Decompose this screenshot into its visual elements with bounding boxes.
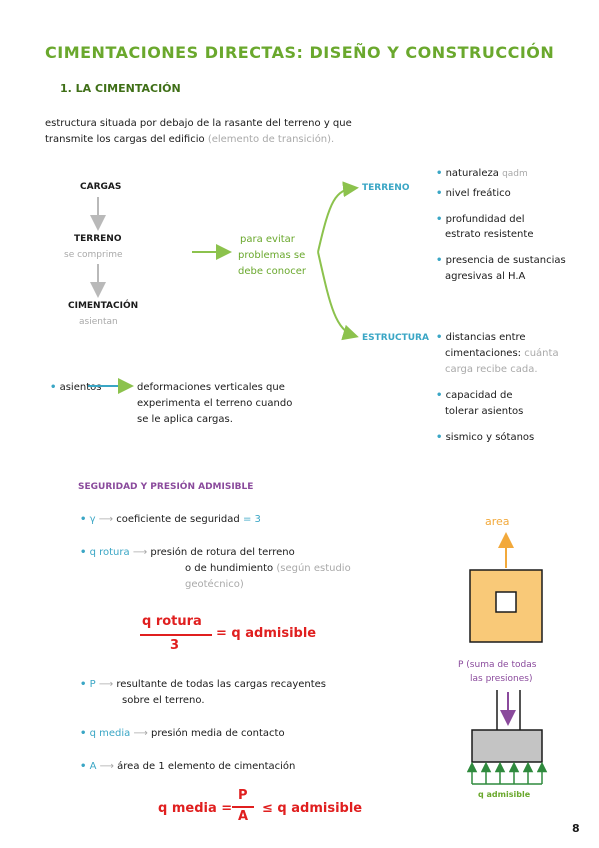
formula1-numerator: q rotura — [142, 614, 202, 629]
area-inner-square — [495, 591, 517, 613]
p-line: • P ⟶ resultante de todas las cargas rec… — [80, 679, 327, 690]
asientos-line-3: se le aplica cargas. — [137, 414, 233, 425]
terreno-item-4b: agresivas al H.A — [445, 271, 526, 282]
formula2-denominator: A — [238, 809, 249, 824]
terreno-item-3: • profundidad del — [436, 214, 525, 225]
formula2-left: q media = — [158, 801, 233, 816]
diagram-q-label: q admisible — [478, 790, 531, 799]
estructura-item-3: • sismico y sótanos — [436, 432, 535, 443]
estructura-item-2b: tolerar asientos — [445, 406, 524, 417]
intro-line-1: estructura situada por debajo de la rasa… — [45, 118, 352, 129]
section-heading-seguridad: SEGURIDAD Y PRESIÓN ADMISIBLE — [78, 482, 254, 492]
flow-cimentacion-note: asientan — [79, 317, 118, 327]
formula2-result: ≤ q admisible — [262, 801, 363, 816]
diagram-p-label-2: las presiones) — [470, 674, 533, 684]
qrotura-line-2: o de hundimiento (según estudio — [185, 563, 351, 574]
terreno-item-3b: estrato resistente — [445, 229, 534, 240]
formula1-result: = q admisible — [216, 626, 317, 641]
p-line-2: sobre el terreno. — [122, 695, 205, 706]
branch-estructura: ESTRUCTURA — [362, 333, 429, 343]
diagram-p-label-1: P (suma de todas — [458, 660, 537, 670]
flow-cimentacion: CIMENTACIÓN — [68, 301, 139, 311]
asientos-line-1: deformaciones verticales que — [137, 382, 285, 393]
footing-block — [471, 729, 543, 763]
flow-middle-1: para evitar — [240, 234, 295, 245]
qrotura-line: • q rotura ⟶ presión de rotura del terre… — [80, 547, 295, 558]
branch-terreno: TERRENO — [362, 183, 410, 193]
terreno-item-2: • nivel freático — [436, 188, 511, 199]
flow-terreno-note: se comprime — [64, 250, 123, 260]
arrow-branch-estructura — [317, 251, 359, 341]
page-title: CIMENTACIONES DIRECTAS: DISEÑO Y CONSTRU… — [45, 43, 555, 62]
reaction-arrows — [466, 761, 548, 785]
gamma-line: • γ ⟶ coeficiente de seguridad = 3 — [80, 514, 261, 525]
flow-middle-3: debe conocer — [238, 266, 307, 277]
estructura-item-2: • capacidad de — [436, 390, 513, 401]
A-line: • A ⟶ área de 1 elemento de cimentación — [80, 761, 296, 772]
formula2-numerator: P — [238, 788, 248, 803]
asientos-label: • asientos — [50, 382, 102, 393]
intro-note: (elemento de transición). — [207, 134, 335, 145]
flow-cargas: CARGAS — [80, 182, 122, 192]
qmedia-line: • q media ⟶ presión media de contacto — [80, 728, 285, 739]
arrow-branch-terreno — [317, 181, 359, 253]
flow-middle-2: problemas se — [238, 250, 306, 261]
diagram-area-label: area — [485, 515, 510, 528]
page-number: 8 — [572, 822, 580, 835]
terreno-item-1: • naturaleza qadm — [436, 168, 528, 179]
formula1-line — [140, 634, 212, 636]
section-heading-cimentacion: 1. LA CIMENTACIÓN — [60, 82, 181, 95]
estructura-item-1c: carga recibe cada. — [445, 364, 538, 375]
intro-line-2: transmite los cargas del edificio (eleme… — [45, 134, 335, 145]
asientos-line-2: experimenta el terreno cuando — [137, 398, 293, 409]
formula1-denominator: 3 — [170, 638, 180, 653]
estructura-item-1b: cimentaciones: cuánta — [445, 348, 559, 359]
formula2-line — [232, 806, 254, 808]
qrotura-line-3: geotécnico) — [185, 579, 244, 590]
flow-terreno: TERRENO — [74, 234, 122, 244]
terreno-item-4: • presencia de sustancias — [436, 255, 566, 266]
estructura-item-1: • distancias entre — [436, 332, 526, 343]
